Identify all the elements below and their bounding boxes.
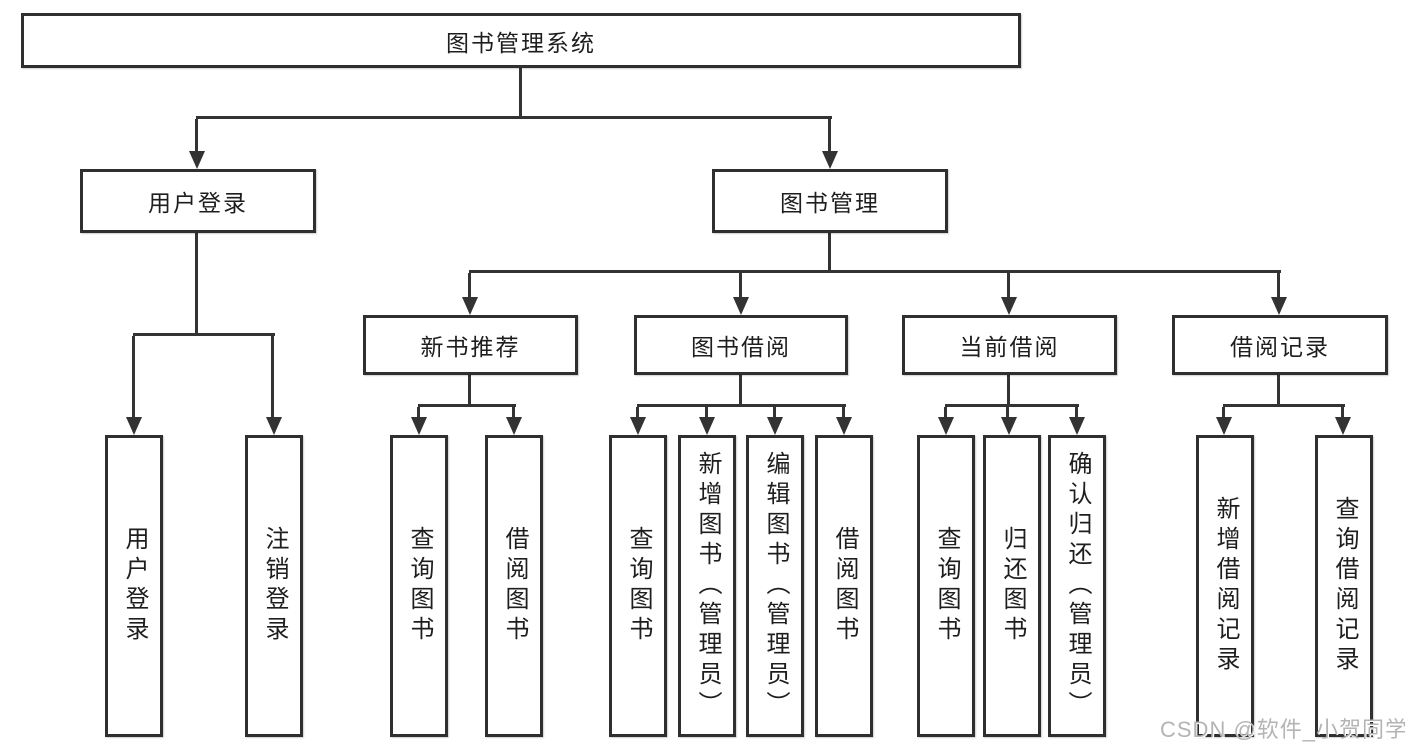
csdn-watermark: CSDN @软件_小贺同学 (1160, 717, 1405, 742)
leaf-borrow-borrow-books: 借阅图书 (815, 435, 873, 737)
connector-line (1223, 404, 1345, 407)
arrowhead-down-icon (1271, 297, 1287, 315)
connector-line (418, 404, 516, 407)
connector-line (469, 270, 1281, 273)
node-book-borrow: 图书借阅 (634, 315, 848, 375)
leaf-recommend-borrow-books-label: 借阅图书 (501, 526, 528, 646)
leaf-borrow-add-books-admin-label: 新增图书（管理员） (694, 451, 721, 721)
leaf-logout: 注销登录 (245, 435, 303, 737)
node-current-borrow: 当前借阅 (902, 315, 1117, 375)
connector-line (945, 404, 1079, 407)
arrowhead-down-icon (822, 151, 838, 169)
arrowhead-down-icon (767, 417, 783, 435)
connector-line (1341, 407, 1344, 418)
connector-line (195, 233, 198, 335)
connector-line (417, 407, 420, 418)
node-borrow-records: 借阅记录 (1172, 315, 1388, 375)
connector-line (773, 407, 776, 418)
leaf-current-return-books: 归还图书 (983, 435, 1041, 737)
leaf-borrow-edit-books-admin-label: 编辑图书（管理员） (762, 451, 789, 721)
connector-line (468, 375, 471, 407)
leaf-recommend-borrow-books: 借阅图书 (485, 435, 543, 737)
node-current-borrow-label: 当前借阅 (959, 334, 1060, 360)
node-new-book-recommend: 新书推荐 (363, 315, 578, 375)
connector-line (196, 116, 832, 119)
node-root: 图书管理系统 (21, 13, 1021, 68)
connector-line (1007, 273, 1010, 298)
arrowhead-down-icon (1216, 417, 1232, 435)
node-user-login-label: 用户登录 (148, 190, 248, 216)
arrowhead-down-icon (836, 417, 852, 435)
connector-line (132, 336, 135, 418)
connector-line (1222, 407, 1225, 418)
node-book-management: 图书管理 (712, 169, 948, 233)
leaf-borrow-edit-books-admin: 编辑图书（管理员） (746, 435, 804, 737)
connector-line (1075, 407, 1078, 418)
connector-line (705, 407, 708, 418)
leaf-records-query-record: 查询借阅记录 (1315, 435, 1373, 737)
arrowhead-down-icon (126, 417, 142, 435)
arrowhead-down-icon (462, 297, 478, 315)
connector-line (828, 119, 831, 152)
arrowhead-down-icon (733, 297, 749, 315)
arrowhead-down-icon (1001, 417, 1017, 435)
leaf-current-query-books: 查询图书 (917, 435, 975, 737)
connector-line (1277, 375, 1280, 407)
connector-line (636, 407, 639, 418)
connector-line (133, 333, 275, 336)
arrowhead-down-icon (411, 417, 427, 435)
connector-line (739, 273, 742, 298)
connector-line (828, 233, 831, 273)
leaf-recommend-query-books-label: 查询图书 (406, 526, 433, 646)
leaf-current-return-books-label: 归还图书 (999, 526, 1026, 646)
arrowhead-down-icon (630, 417, 646, 435)
node-book-borrow-label: 图书借阅 (691, 334, 791, 360)
arrowhead-down-icon (506, 417, 522, 435)
arrowhead-down-icon (266, 417, 282, 435)
leaf-borrow-borrow-books-label: 借阅图书 (831, 526, 858, 646)
arrowhead-down-icon (189, 151, 205, 169)
leaf-current-confirm-return-admin-label: 确认归还（管理员） (1064, 451, 1091, 721)
connector-line (468, 273, 471, 298)
leaf-borrow-add-books-admin: 新增图书（管理员） (678, 435, 736, 737)
leaf-current-query-books-label: 查询图书 (933, 526, 960, 646)
connector-line (1006, 407, 1009, 418)
leaf-logout-label: 注销登录 (261, 526, 288, 646)
node-user-login: 用户登录 (80, 169, 316, 233)
leaf-borrow-query-books: 查询图书 (609, 435, 667, 737)
connector-line (637, 404, 846, 407)
connector-line (512, 407, 515, 418)
node-new-book-recommend-label: 新书推荐 (420, 334, 521, 360)
arrowhead-down-icon (1335, 417, 1351, 435)
connector-line (519, 68, 522, 118)
leaf-current-confirm-return-admin: 确认归还（管理员） (1048, 435, 1106, 737)
leaf-user-login-label: 用户登录 (121, 526, 148, 646)
arrowhead-down-icon (1001, 297, 1017, 315)
node-borrow-records-label: 借阅记录 (1230, 334, 1330, 360)
arrowhead-down-icon (699, 417, 715, 435)
connector-line (1007, 375, 1010, 407)
leaf-records-query-record-label: 查询借阅记录 (1331, 496, 1358, 676)
connector-line (195, 119, 198, 152)
node-root-label: 图书管理系统 (446, 29, 596, 56)
node-book-management-label: 图书管理 (780, 190, 880, 216)
arrowhead-down-icon (938, 417, 954, 435)
connector-line (842, 407, 845, 418)
connector-line (739, 375, 742, 407)
leaf-user-login: 用户登录 (105, 435, 163, 737)
connector-line (271, 336, 274, 418)
leaf-recommend-query-books: 查询图书 (390, 435, 448, 737)
connector-line (944, 407, 947, 418)
leaf-records-add-record-label: 新增借阅记录 (1212, 496, 1239, 676)
arrowhead-down-icon (1069, 417, 1085, 435)
connector-line (1277, 273, 1280, 298)
leaf-borrow-query-books-label: 查询图书 (625, 526, 652, 646)
leaf-records-add-record: 新增借阅记录 (1196, 435, 1254, 737)
